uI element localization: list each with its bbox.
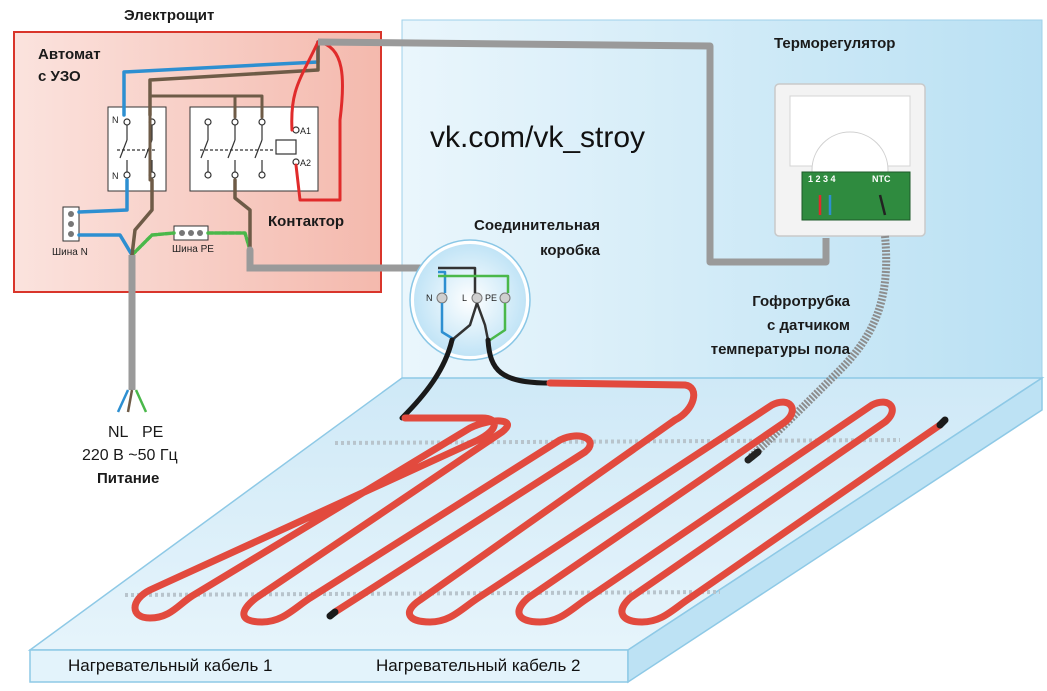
panel-title: Электрощит [124, 7, 215, 24]
thermostat-title: Терморегулятор [774, 35, 896, 52]
supply-nl-label: NL [108, 424, 129, 441]
bus-pe-label: Шина PE [172, 244, 214, 255]
supply-label: Питание [97, 470, 160, 487]
cable-to-thermostat [317, 38, 830, 266]
junction-box-label-line2: коробка [540, 242, 600, 259]
cold-leads [399, 337, 553, 421]
heating-cable-1-label: Нагревательный кабель 1 [68, 656, 273, 675]
watermark: vk.com/vk_stroy [430, 121, 646, 154]
junction-box-label-line1: Соединительная [474, 217, 600, 234]
cable-to-junction-box [246, 246, 442, 272]
breaker-label-line1: Автомат [38, 46, 101, 63]
breaker-label-line2: с УЗО [38, 68, 81, 85]
cable-end-caps [326, 416, 949, 620]
heating-cable [131, 379, 944, 626]
rcd-terminal-n-top: N [112, 115, 119, 125]
coil-terminal-a2: A2 [300, 158, 312, 168]
bus-pe-screws [179, 230, 203, 236]
contactor-switch-contacts [200, 118, 300, 179]
supply-voltage: 220 В ~50 Гц [82, 447, 178, 464]
thermostat-terminal-wires [818, 194, 887, 216]
junction-box-wiring [438, 266, 510, 342]
junction-box-terminals [436, 292, 511, 304]
bus-n-screws [68, 211, 74, 237]
rcd-breaker [107, 106, 167, 192]
junction-box-outline [409, 239, 531, 361]
thermostat-terminal-numbers: 1 2 3 4 [808, 174, 836, 184]
sensor-tip [744, 448, 762, 464]
conduit-label-line2: с датчиком [766, 317, 850, 334]
bus-n-label: Шина N [52, 247, 88, 258]
rcd-terminal-n-bottom: N [112, 171, 119, 181]
junction-terminal-n: N [426, 293, 433, 303]
contactor-label: Контактор [268, 213, 345, 230]
coil-terminal-a1: A1 [300, 126, 312, 136]
heating-cable-2-label: Нагревательный кабель 2 [376, 656, 581, 675]
mounting-strips [124, 438, 901, 597]
conduit-label-line3: температуры пола [710, 341, 850, 358]
conduit-label-line1: Гофротрубка [752, 293, 850, 310]
junction-terminal-pe: PE [485, 293, 498, 303]
sensor-conduit [747, 235, 891, 461]
junction-terminal-l: L [462, 293, 468, 303]
thermostat-ntc-label: NTC [872, 174, 891, 184]
supply-pe-label: PE [142, 424, 164, 441]
supply-wire-ends [116, 389, 148, 413]
floor-side-edge [627, 376, 1043, 684]
panel-wiring [77, 40, 345, 257]
